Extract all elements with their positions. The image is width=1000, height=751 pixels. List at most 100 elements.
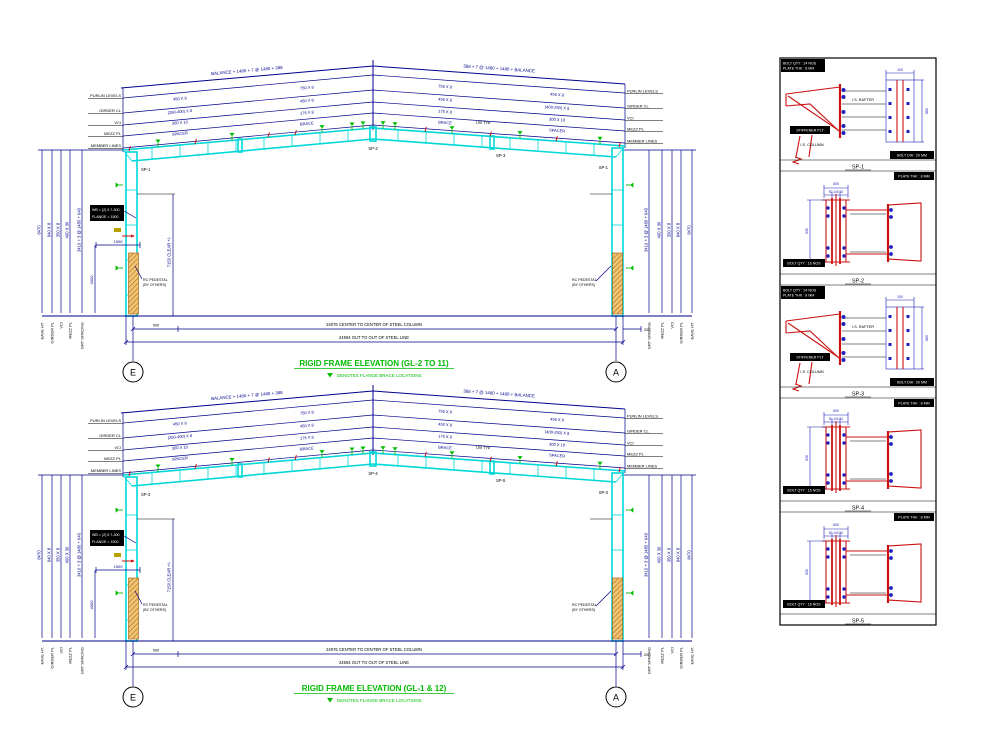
purlin-label: PURLIN LEVELS [90, 93, 121, 98]
grid-letter: A [613, 693, 619, 703]
name-girt-r: GRT SPACING [647, 647, 652, 674]
purlin-label: MEMBER LINES [627, 139, 658, 144]
web-dim: 750 X 8 [438, 409, 453, 415]
dim-girt-spacing: 3410 + 3 @ 1480 + 640 [77, 207, 82, 252]
steel-frame [122, 126, 626, 317]
rc-pedestal-right [612, 577, 623, 640]
purlin-label-stack-right: PURLIN LEVELS GIRDER CL VCI MEZZ PL MEMB… [625, 414, 663, 469]
web-dim: BRACE [300, 120, 314, 126]
purlin-label: MEZZ PL [627, 452, 645, 457]
flange-brace-icon [596, 461, 604, 470]
dim-girt-spacing-r: 3410 + 3 @ 1480 + 640 [644, 207, 649, 252]
web-dim: (250-400) X 8 [167, 108, 193, 115]
name-mezz-r: MEZZ PL [660, 321, 665, 339]
haunch-dim: 1500 [114, 564, 124, 569]
purlin-label: VCI [114, 445, 121, 450]
flange-brace-legend-icon [327, 698, 333, 703]
purlin-label: VCI [627, 116, 634, 121]
detail-caption: SP-3 [852, 392, 864, 398]
grid-bubble-right: A [605, 361, 627, 383]
pedestal-note-left: RC PEDESTAL (BY OTHERS) [134, 265, 168, 287]
pedestal-note-line1: RC PEDESTAL [143, 603, 168, 607]
web-dim: (400-250) X 8 [545, 429, 571, 436]
brace-tick-icon [424, 126, 427, 133]
plate-thk-note: PLATE THK : 8 MM [783, 67, 814, 71]
name-vci-r: VCI [670, 322, 675, 329]
flange-brace-icon [379, 120, 387, 130]
purlin-label: PURLIN LEVELS [627, 89, 658, 94]
frame-title: RIGID FRAME ELEVATION (GL-1 & 12) [302, 684, 447, 693]
bolt-qty-note: BOLT QTY : 24 NOS [783, 289, 817, 293]
clip-mark [114, 228, 121, 232]
purlin-label: GIRDER CL [99, 108, 122, 113]
name-mezz: MEZZ PL [68, 646, 73, 664]
flange-brace-icon [318, 124, 326, 133]
dim-vci-r: 350 X 8 [667, 222, 672, 237]
rafter-label: I.S. RAFTER [852, 325, 874, 329]
detail-caption: SP-2 [852, 279, 864, 285]
name-eave-r: EAVE HT. [690, 647, 695, 665]
knee-label-right: SP-3 [599, 490, 609, 495]
span-dim-left: BALANCE + 1480 + 7 @ 1480 + 388 [211, 65, 283, 76]
legend-text: DENOTES FLANGE BRACE LOCATIONS [337, 373, 422, 378]
web-dim: 300 X 10 [549, 441, 566, 447]
haunch-notes: WB = (2) 0.7-300 FLANGE = 1500 1500 4000 [89, 205, 141, 313]
haunch-note-line2: FLANGE = 1500 [92, 215, 118, 219]
rafter-label: I.S. RAFTER [852, 98, 874, 102]
web-dim: 175 X 8 [438, 434, 453, 440]
purlin-label: MEZZ PL [104, 456, 122, 461]
flange-brace-icon [318, 449, 326, 458]
web-dim: 450 X 8 [550, 417, 565, 423]
drawing-title-block: RIGID FRAME ELEVATION (GL-2 TO 11) DENOT… [294, 359, 454, 378]
dim-eave-ht: 8470 [37, 225, 42, 235]
purlin-label-stack-right: PURLIN LEVELS GIRDER CL VCI MEZZ PL MEMB… [625, 89, 663, 144]
span-dim-left: BALANCE + 1480 + 7 @ 1480 + 388 [211, 390, 283, 401]
knee-label-left: SP-1 [141, 167, 151, 172]
right-dimension-block: 3410 + 3 @ 1480 + 640 400 X 30 350 X 8 9… [623, 474, 696, 674]
web-dim: 450 X 8 [300, 97, 315, 103]
purlin-label: GIRDER CL [99, 433, 122, 438]
dim-side: 630 [805, 455, 809, 461]
dim-mezz-r: 400 X 30 [657, 221, 662, 238]
base-dim: 4000 [89, 600, 94, 610]
purlin-lines: BALANCE + 1480 + 7 @ 1480 + 388 388 + 7 … [120, 60, 626, 152]
web-dim: 750 X 8 [300, 84, 315, 90]
purlin-label: GIRDER CL [627, 429, 650, 434]
pedestal-note-line2: (BY OTHERS) [572, 608, 595, 612]
web-dim: 175 X 8 [300, 109, 315, 115]
flange-brace-icon [391, 446, 399, 456]
dim-girt-spacing: 3410 + 3 @ 1480 + 640 [77, 532, 82, 577]
dim-left-offset: 500 [153, 324, 159, 328]
splice-label: SP-3 [496, 153, 506, 158]
dim-girder: 940 X 8 [47, 547, 52, 562]
rc-pedestal-left [128, 252, 139, 315]
base-dim: 4000 [89, 275, 94, 285]
flange-brace-icon [625, 264, 634, 272]
apex-label: SP-4 [368, 471, 378, 476]
right-dimension-block: 3410 + 3 @ 1480 + 640 400 X 30 350 X 8 9… [623, 149, 696, 349]
knee-label-right: SP-1 [599, 165, 609, 170]
dim-center-to-center: 24076 CENTER TO CENTER OF STEEL COLUMN [326, 322, 422, 327]
rafter-splice-plate-left [237, 138, 243, 153]
bolt-dia-note: BOLT DIA : 20 MM [897, 381, 927, 385]
dim-girder-r: 940 X 8 [676, 222, 681, 237]
dim-top: 600 [833, 409, 839, 413]
grid-bubble-left: E [122, 686, 144, 708]
dim-right-offset: 200 [644, 653, 650, 657]
flange-brace-icon [228, 132, 236, 141]
purlin-label: MEMBER LINES [627, 464, 658, 469]
dim-side: 630 [805, 228, 809, 234]
brace-tick-icon [128, 470, 131, 477]
typ-note: 100 TYP [476, 120, 491, 125]
flange-brace-icon [154, 139, 162, 148]
dim-vci-r: 350 X 8 [667, 547, 672, 562]
plate-thk-note: PLATE THK : 8 MM [898, 175, 929, 179]
stiffener-label: STIFFENER PLT [796, 129, 824, 133]
detail-panel: BOLT QTY : 24 NOS PLATE THK : 8 MM I.S. … [779, 57, 937, 626]
dim-vci: 350 X 8 [56, 222, 61, 237]
flange-brace-icon [228, 457, 236, 466]
clear-height-text: 7150 CLEAR +/- [167, 561, 172, 592]
dim-center-to-center: 24076 CENTER TO CENTER OF STEEL COLUMN [326, 647, 422, 652]
legend-text: DENOTES FLANGE BRACE LOCATIONS [337, 698, 422, 703]
